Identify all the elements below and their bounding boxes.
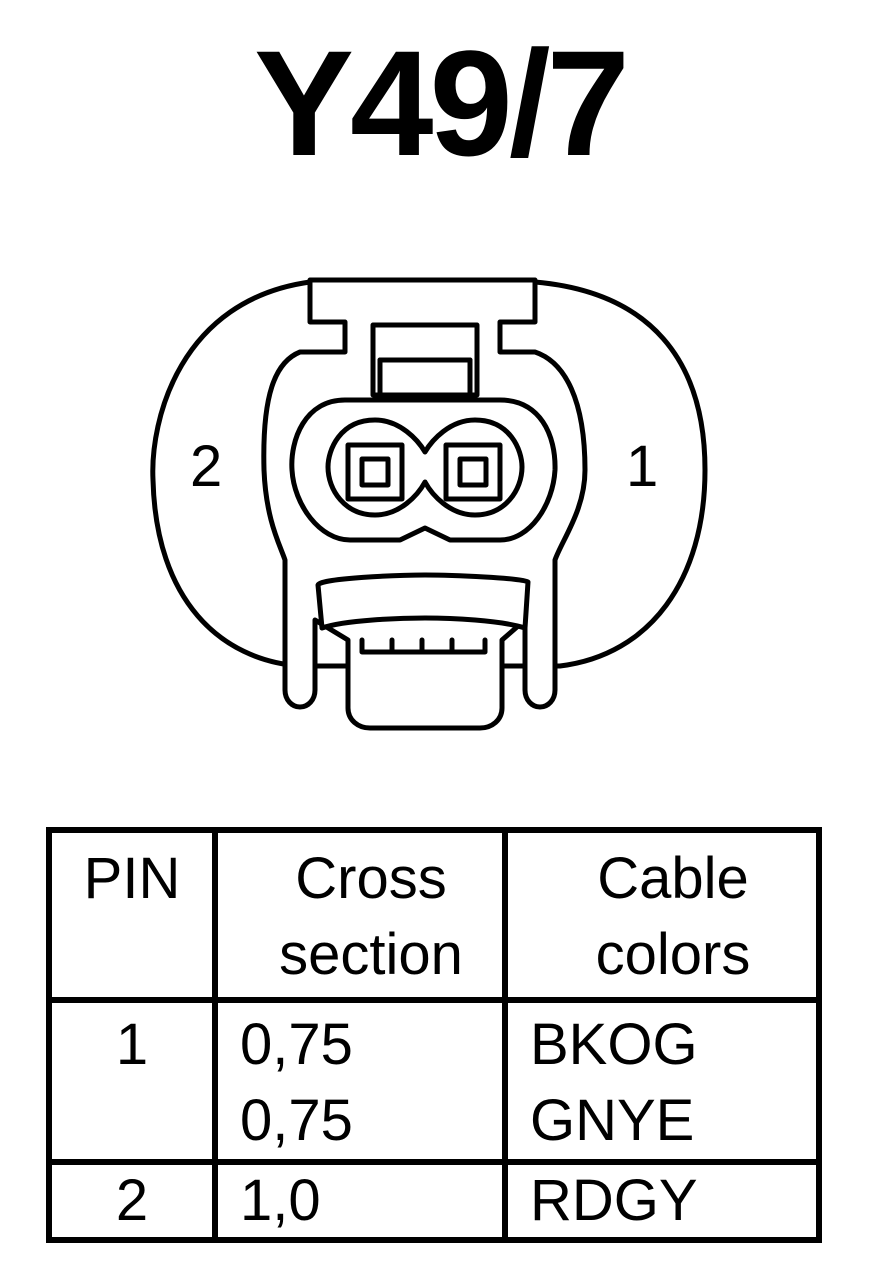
row-2-cross-section: 1,0	[212, 1159, 508, 1243]
pin-label-right: 1	[626, 434, 658, 499]
row-1-pin: 1	[46, 997, 218, 1165]
pin-2-terminal-inner	[359, 456, 391, 488]
connector-title: Y49/7	[254, 19, 630, 187]
pin-assignment-table: PIN Cross section Cable colors 1 0,75 0,…	[46, 827, 822, 1243]
row-2-cable-colors: RDGY	[502, 1159, 822, 1243]
table-row: 1 0,75 0,75 BKOG GNYE	[46, 997, 822, 1165]
header-cross-section: Cross section	[212, 827, 508, 1003]
pin-label-left: 2	[190, 434, 222, 499]
locking-lug	[315, 572, 531, 631]
header-cable-colors: Cable colors	[502, 827, 822, 1003]
header-pin: PIN	[46, 827, 218, 1003]
table-row: 2 1,0 RDGY	[46, 1159, 822, 1243]
pin-1-terminal-inner	[457, 456, 489, 488]
row-2-pin: 2	[46, 1159, 218, 1243]
row-1-cable-colors: BKOG GNYE	[502, 997, 822, 1165]
row-1-cross-section: 0,75 0,75	[212, 997, 508, 1165]
pin-2-terminal-outer	[345, 442, 405, 502]
table-header-row: PIN Cross section Cable colors	[46, 827, 822, 1003]
connector-face-diagram: 2 1	[150, 277, 708, 731]
